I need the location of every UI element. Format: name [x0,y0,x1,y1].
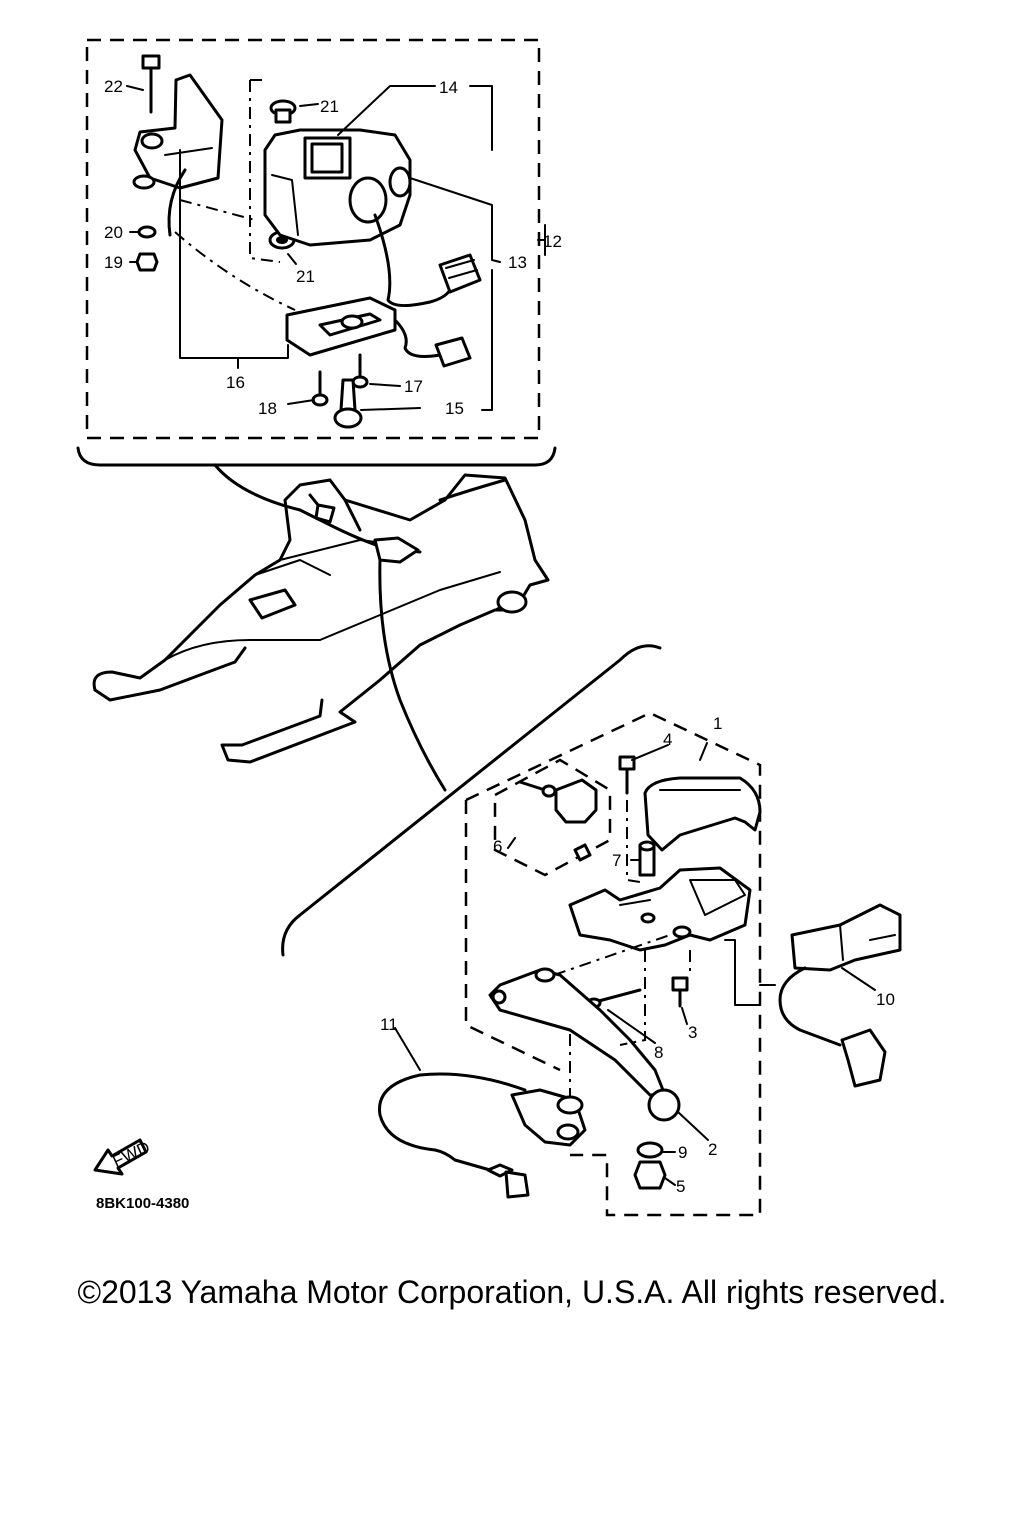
part-label-15: 15 [445,399,464,418]
screw-3 [671,976,689,1008]
part-label-2: 2 [708,1140,717,1159]
switch-plate-16 [285,296,397,357]
inset-callout-bracket [76,446,557,467]
lever-cover [643,776,762,852]
mount-bracket [132,73,224,190]
lever-bracket [568,866,752,952]
screw-17 [351,353,369,389]
clip-6 [573,843,592,862]
sub-assembly-6-frame [493,758,612,877]
connector-15 [434,336,472,368]
copyright-notice: ©2013 Yamaha Motor Corporation, U.S.A. A… [77,1274,947,1310]
part-label-11: 11 [380,1015,398,1034]
part-label-17: 17 [404,377,423,396]
part-label-22: 22 [104,77,123,96]
part-label-5: 5 [676,1177,685,1196]
part-label-14: 14 [439,78,458,97]
part-label-7: 7 [612,851,621,870]
plate-wire [393,318,442,358]
part-label-12: 12 [543,232,562,251]
block-6 [554,778,598,824]
snowmobile-outline [92,473,550,764]
part-label-19: 19 [104,253,123,272]
part-label-6: 6 [493,837,502,856]
part-label-16: 16 [226,373,245,392]
part-label-21-lower: 21 [296,267,315,286]
nut-5 [633,1160,667,1190]
connector-13 [438,253,482,294]
part-label-3: 3 [688,1023,697,1042]
bolt-15 [333,378,363,429]
screw-18 [311,370,329,407]
housing-wire [373,213,452,307]
brake-lever-2 [488,967,681,1122]
part-label-1: 1 [713,714,722,733]
washer-9 [636,1141,664,1159]
part-label-4: 4 [663,730,672,749]
part-label-10: 10 [876,990,895,1009]
part-label-20: 20 [104,223,123,242]
grommet-box [249,80,281,263]
part-label-9: 9 [678,1143,687,1162]
inset-bottom [378,711,902,1217]
bolt-22 [141,54,161,114]
part-number-labels: 22 21 14 12 13 20 19 21 16 17 18 15 1 4 … [104,77,895,1196]
throttle-cable-leader [378,558,447,792]
part-label-8: 8 [654,1043,663,1062]
part-label-21-upper: 21 [320,97,339,116]
washer-20 [137,225,157,239]
fwd-arrow-icon: FWD [93,1138,153,1176]
part-label-18: 18 [258,399,277,418]
inset-leader [213,463,302,512]
inset-divider [281,644,662,957]
screw-6 [518,780,557,798]
bracket-wire [167,168,187,237]
pin-7 [638,840,656,877]
fwd-label: FWD [110,1138,153,1172]
drawing-code: 8BK100-4380 [96,1195,189,1212]
nut-19 [135,252,159,272]
switch-10 [778,903,902,1088]
screw-4 [618,755,636,795]
brake-switch-11 [378,1072,587,1199]
part-label-13: 13 [508,253,527,272]
throttle-housing [263,128,412,247]
inset-top [76,38,557,512]
